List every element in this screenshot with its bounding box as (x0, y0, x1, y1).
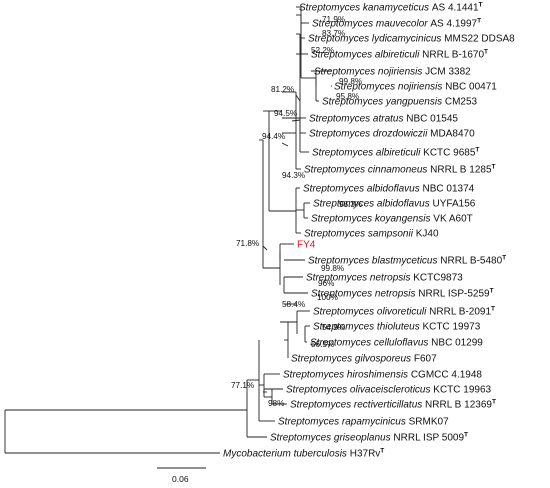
taxon-label: Streptomyces olivoreticuli NRRL B-2091T (313, 306, 495, 318)
bootstrap-leader (295, 94, 301, 102)
taxon-label: Streptomyces atratus NBC 01545 (309, 114, 458, 125)
bootstrap-value: 52.2% (311, 46, 334, 55)
bootstrap-leader (262, 245, 268, 251)
taxon-label: Streptomyces albireticuli NRRL B-1670T (311, 49, 488, 61)
bootstrap-value: 96% (318, 279, 334, 288)
taxon-label: Streptomyces rectiverticillatus NRRL B 1… (290, 399, 496, 411)
bootstrap-leader (291, 119, 301, 122)
tree-branches (4, 6, 332, 454)
bootstrap-value: 94.4% (262, 132, 285, 141)
taxon-label: Streptomyces olivaceiscleroticus KCTC 19… (286, 385, 492, 396)
taxon-label: Streptomyces gilvosporeus F607 (291, 354, 437, 365)
taxon-label: Streptomyces netropsis KCTC9873 (306, 273, 463, 284)
bootstrap-leader (281, 142, 289, 147)
bootstrap-labels: 71.9% 83.7% 52.2% 99.8% 95.8% 81.2% 94.5% 94.4%… (231, 15, 362, 408)
bootstrap-value: 94.3% (282, 171, 305, 180)
taxon-label: Streptomyces hiroshimensis CGMCC 4.1948 (283, 370, 482, 381)
taxon-label: Streptomyces albireticuli KCTC 9685T (312, 147, 479, 159)
taxon-label: Streptomyces lydicamycinicus MMS22 DDSA8 (308, 34, 515, 45)
taxon-label: Streptomyces yangpuensis CM253 (322, 97, 478, 108)
taxon-label: Streptomyces celluloflavus NBC 01299 (310, 338, 483, 349)
bootstrap-value: 83.7% (322, 29, 345, 38)
scale-bar-label: 0.06 (172, 474, 189, 484)
scale-bar: 0.06 (157, 467, 206, 484)
bootstrap-value: 100% (317, 293, 338, 302)
taxon-label: Streptomyces mauvecolor AS 4.1997T (312, 18, 481, 30)
taxon-label: Streptomyces sampsonii KJ40 (304, 229, 439, 240)
taxon-label: Streptomyces cinnamoneus NRRL B 1285T (304, 164, 496, 176)
taxon-label: Streptomyces drozdowiczii MDA8470 (309, 129, 475, 140)
bootstrap-value: 95.8% (336, 92, 359, 101)
bootstrap-value: 81.2% (271, 85, 294, 94)
taxon-label: Streptomyces kanamyceticus AS 4.1441T (299, 2, 483, 14)
bootstrap-value: 58.4% (282, 300, 305, 309)
taxon-label: Streptomyces blastmyceticus NRRL B-5480T (308, 255, 506, 267)
bootstrap-value: 98.3% (339, 200, 362, 209)
taxon-label: Streptomyces nojiriensis NBC 00471 (334, 82, 497, 93)
bootstrap-value: 77.1% (231, 381, 254, 390)
taxon-label: Streptomyces albidoflavus NBC 01374 (303, 184, 475, 195)
bootstrap-value: 71.9% (322, 15, 345, 24)
taxon-label: FY4 (297, 240, 316, 251)
bootstrap-value: 71.8% (236, 239, 259, 248)
bootstrap-value: 99.8% (339, 77, 362, 86)
taxon-label: Streptomyces thioluteus KCTC 19973 (313, 322, 481, 333)
bootstrap-value: 94.5% (274, 109, 297, 118)
taxon-label: Streptomyces koyangensis VK A60T (311, 214, 473, 225)
taxon-label: Streptomyces griseoplanus NRRL ISP 5009T (270, 432, 468, 444)
taxon-label: Streptomyces albidoflavus UYFA156 (313, 199, 476, 210)
bootstrap-value: 54.9% (322, 323, 345, 332)
taxon-labels: Streptomyces kanamyceticus AS 4.1441T Str… (223, 2, 515, 460)
taxon-label: Streptomyces rapamycinicus SRMK07 (278, 417, 449, 428)
taxon-label: Streptomyces netropsis NRRL ISP-5259T (311, 288, 494, 300)
bootstrap-value: 56.5% (311, 340, 334, 349)
taxon-label: Mycobacterium tuberculosis H37RvT (223, 448, 384, 460)
taxon-label: Streptomyces nojiriensis JCM 3382 (314, 67, 471, 78)
bootstrap-value: 99.8% (321, 264, 344, 273)
bootstrap-value: 98% (268, 399, 284, 408)
